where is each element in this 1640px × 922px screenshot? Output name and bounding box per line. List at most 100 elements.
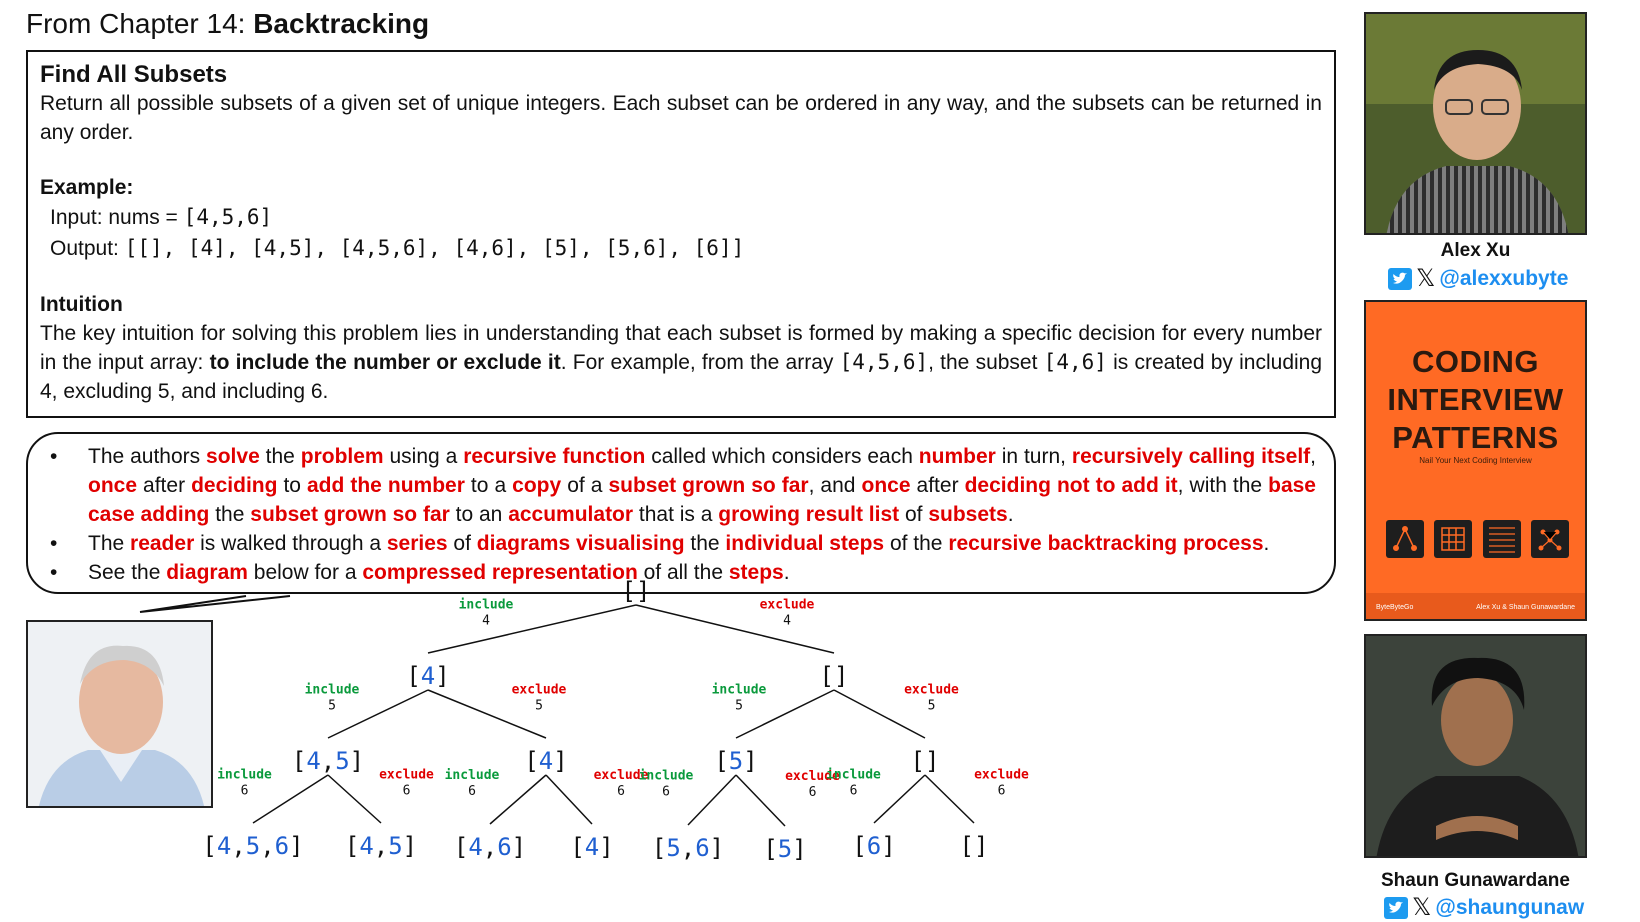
shaun-handle-row[interactable]: 𝕏 @shaungunaw (1384, 893, 1584, 922)
edge-number-label: 4 (783, 614, 791, 629)
book-publisher: ByteByteGo (1376, 604, 1414, 611)
highlighted-term: compressed representation (362, 561, 638, 584)
presenter-avatar (26, 620, 213, 808)
example-input: Input: nums = [4,5,6] (40, 202, 1322, 233)
edge-decision-label: exclude (594, 768, 649, 783)
input-value: [4,5,6] (183, 205, 273, 229)
output-label: Output: (50, 237, 125, 260)
edge-decision-label: include (826, 768, 881, 783)
highlighted-term: subset grown so far (608, 474, 809, 497)
edge-decision-label: exclude (760, 598, 815, 613)
tree-node-subset: [6] (852, 832, 895, 860)
bullet-text: in turn, (995, 445, 1072, 468)
bullet-text: below for a (247, 561, 363, 584)
highlighted-term: solve (206, 445, 260, 468)
grid-icon (1434, 520, 1473, 558)
tree-node-subset: [] (622, 577, 651, 605)
alex-name: Alex Xu (1440, 240, 1511, 261)
bullet-marker: • (50, 561, 58, 584)
problem-description: Return all possible subsets of a given s… (40, 92, 1322, 144)
tree-edge (833, 689, 926, 739)
bullet-text: to (277, 474, 307, 497)
output-value: [[], [4], [4,5], [4,5,6], [4,6], [5], [5… (124, 236, 745, 260)
bullet-marker: • (50, 445, 58, 468)
bullet-marker: • (50, 532, 58, 555)
bullet-text: of (447, 532, 477, 555)
highlighted-term: deciding not to add it (964, 474, 1178, 497)
intuition-array: [4,5,6] (839, 350, 929, 374)
x-logo-icon: 𝕏 (1416, 265, 1436, 292)
book-cover: CODING INTERVIEW PATTERNS Nail Your Next… (1364, 300, 1587, 621)
page-title: From Chapter 14: Backtracking (26, 8, 429, 40)
shaun-avatar (1364, 634, 1587, 858)
bullet-text: , and (808, 474, 862, 497)
tree-edge (545, 774, 593, 825)
highlighted-term: recursive function (463, 445, 646, 468)
alex-handle-row[interactable]: 𝕏 @alexxubyte (1388, 264, 1568, 293)
bullet-text: of all the (637, 561, 729, 584)
tree-edge (924, 774, 975, 824)
highlighted-term: recursively calling itself (1071, 445, 1311, 468)
edge-number-label: 6 (662, 785, 670, 800)
highlighted-term: diagrams visualising (476, 532, 685, 555)
bullet-text: the (684, 532, 726, 555)
bullet-text: using a (383, 445, 464, 468)
edge-decision-label: exclude (785, 769, 840, 784)
tree-node-subset: [] (960, 832, 989, 860)
edge-decision-label: include (217, 768, 272, 783)
intuition-part-4: is created by including 4, excluding 5, … (40, 351, 1323, 403)
bullet-text: See the (88, 561, 167, 584)
tree-node-subset: [] (911, 747, 940, 775)
bullet-text: the (209, 503, 251, 526)
intuition-subset: [4,6] (1043, 350, 1107, 374)
tree-node-subset: [4] (406, 662, 449, 690)
edge-number-label: 6 (617, 784, 625, 799)
edge-decision-label: include (459, 598, 514, 613)
highlighted-term: number (918, 445, 996, 468)
bullet-text: . (783, 561, 790, 584)
example-output: Output: [[], [4], [4,5], [4,5,6], [4,6],… (40, 233, 1322, 264)
tree-node-subset: [5] (714, 747, 757, 775)
bullet-item: •The reader is walked through a series o… (50, 529, 1316, 558)
bullet-text: . (1007, 503, 1014, 526)
twitter-icon (1388, 267, 1412, 290)
bullet-text: to an (449, 503, 509, 526)
shaun-handle: @shaungunaw (1435, 895, 1585, 919)
highlighted-term: reader (130, 532, 195, 555)
edge-decision-label: include (712, 683, 767, 698)
tree-node-subset: [4,5] (292, 747, 364, 775)
intuition-heading: Intuition (40, 293, 123, 316)
intuition-part-1: The key intuition for solving this probl… (40, 322, 1322, 374)
tree-edge (427, 604, 637, 654)
bullet-text: of the (884, 532, 949, 555)
bullet-text: that is a (633, 503, 719, 526)
edge-number-label: 6 (468, 784, 476, 799)
tree-edge (252, 774, 329, 824)
highlighted-term: deciding (191, 474, 278, 497)
problem-title: Find All Subsets (40, 61, 228, 88)
tree-node-subset: [5,6] (652, 834, 724, 862)
edge-number-label: 6 (850, 784, 858, 799)
tree-edge (635, 604, 835, 654)
bullet-text: after (910, 474, 965, 497)
bullet-list: •The authors solve the problem using a r… (50, 442, 1316, 587)
tree-edge (327, 774, 382, 824)
bullet-text: the (259, 445, 301, 468)
intuition-part-2: . For example, from the array (560, 351, 840, 374)
edge-number-label: 6 (809, 785, 817, 800)
edge-number-label: 6 (998, 784, 1006, 799)
tree-node-subset: [5] (763, 835, 806, 863)
edge-decision-label: exclude (512, 683, 567, 698)
tree-edge (873, 774, 926, 824)
book-title-line-2: INTERVIEW (1387, 382, 1564, 417)
highlighted-term: once (88, 474, 138, 497)
book-title-line-1: CODING (1412, 344, 1539, 379)
speech-bubble: •The authors solve the problem using a r… (26, 432, 1336, 594)
highlighted-term: accumulator (508, 503, 634, 526)
tree-edge (687, 774, 737, 826)
highlighted-term: copy (512, 474, 562, 497)
highlighted-term: series (386, 532, 448, 555)
bullet-text: , with the (1177, 474, 1269, 497)
bullet-text: called which considers each (645, 445, 919, 468)
